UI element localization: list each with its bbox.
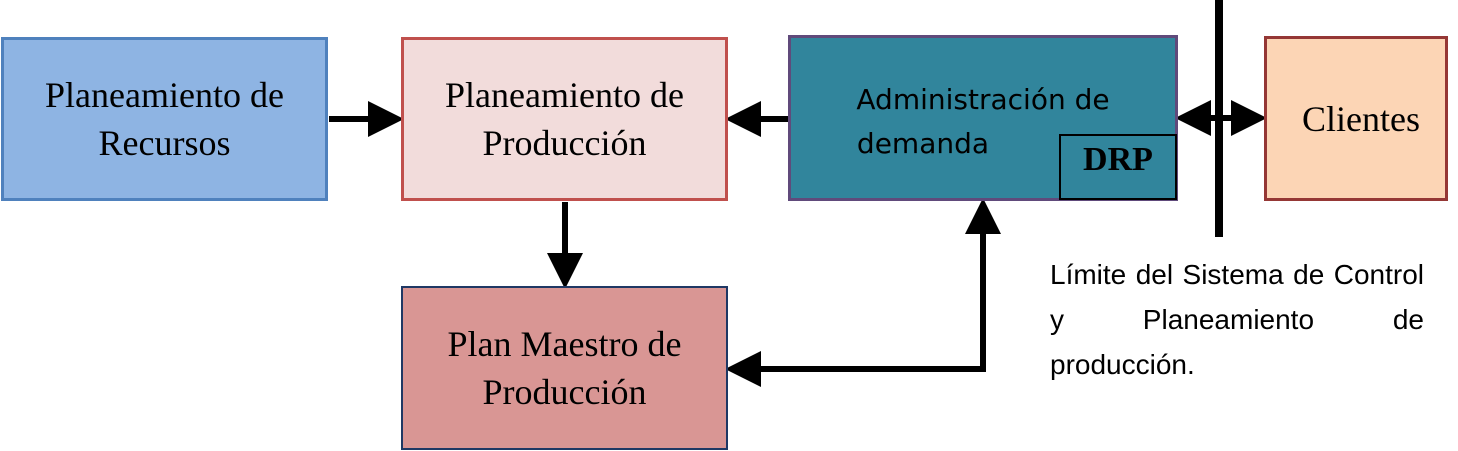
clients-box: Clientes	[1264, 36, 1448, 201]
demand-management-box: Administración de demanda	[788, 35, 1178, 201]
production-planning-line1: Planeamiento de	[445, 75, 684, 115]
demand-management-line1: Administración de	[856, 83, 1110, 116]
production-planning-line2: Producción	[482, 123, 647, 163]
clients-label: Clientes	[1302, 98, 1420, 139]
demand-management-line2: demanda	[856, 127, 990, 160]
system-boundary-line	[1215, 0, 1223, 237]
master-production-plan-box: Plan Maestro de Producción	[401, 286, 728, 450]
production-planning-box: Planeamiento de Producción	[401, 37, 728, 201]
resource-planning-line1: Planeamiento de	[45, 75, 284, 115]
resource-planning-line2: Recursos	[98, 123, 231, 163]
drp-box: DRP	[1059, 134, 1177, 200]
arrow-demand-mps-bidirectional	[725, 198, 1001, 387]
system-boundary-label: Límite del Sistema de Control y Planeami…	[1050, 259, 1424, 380]
master-plan-line2: Producción	[482, 372, 647, 412]
master-plan-line1: Plan Maestro de	[447, 324, 682, 364]
resource-planning-box: Planeamiento de Recursos	[1, 37, 328, 201]
